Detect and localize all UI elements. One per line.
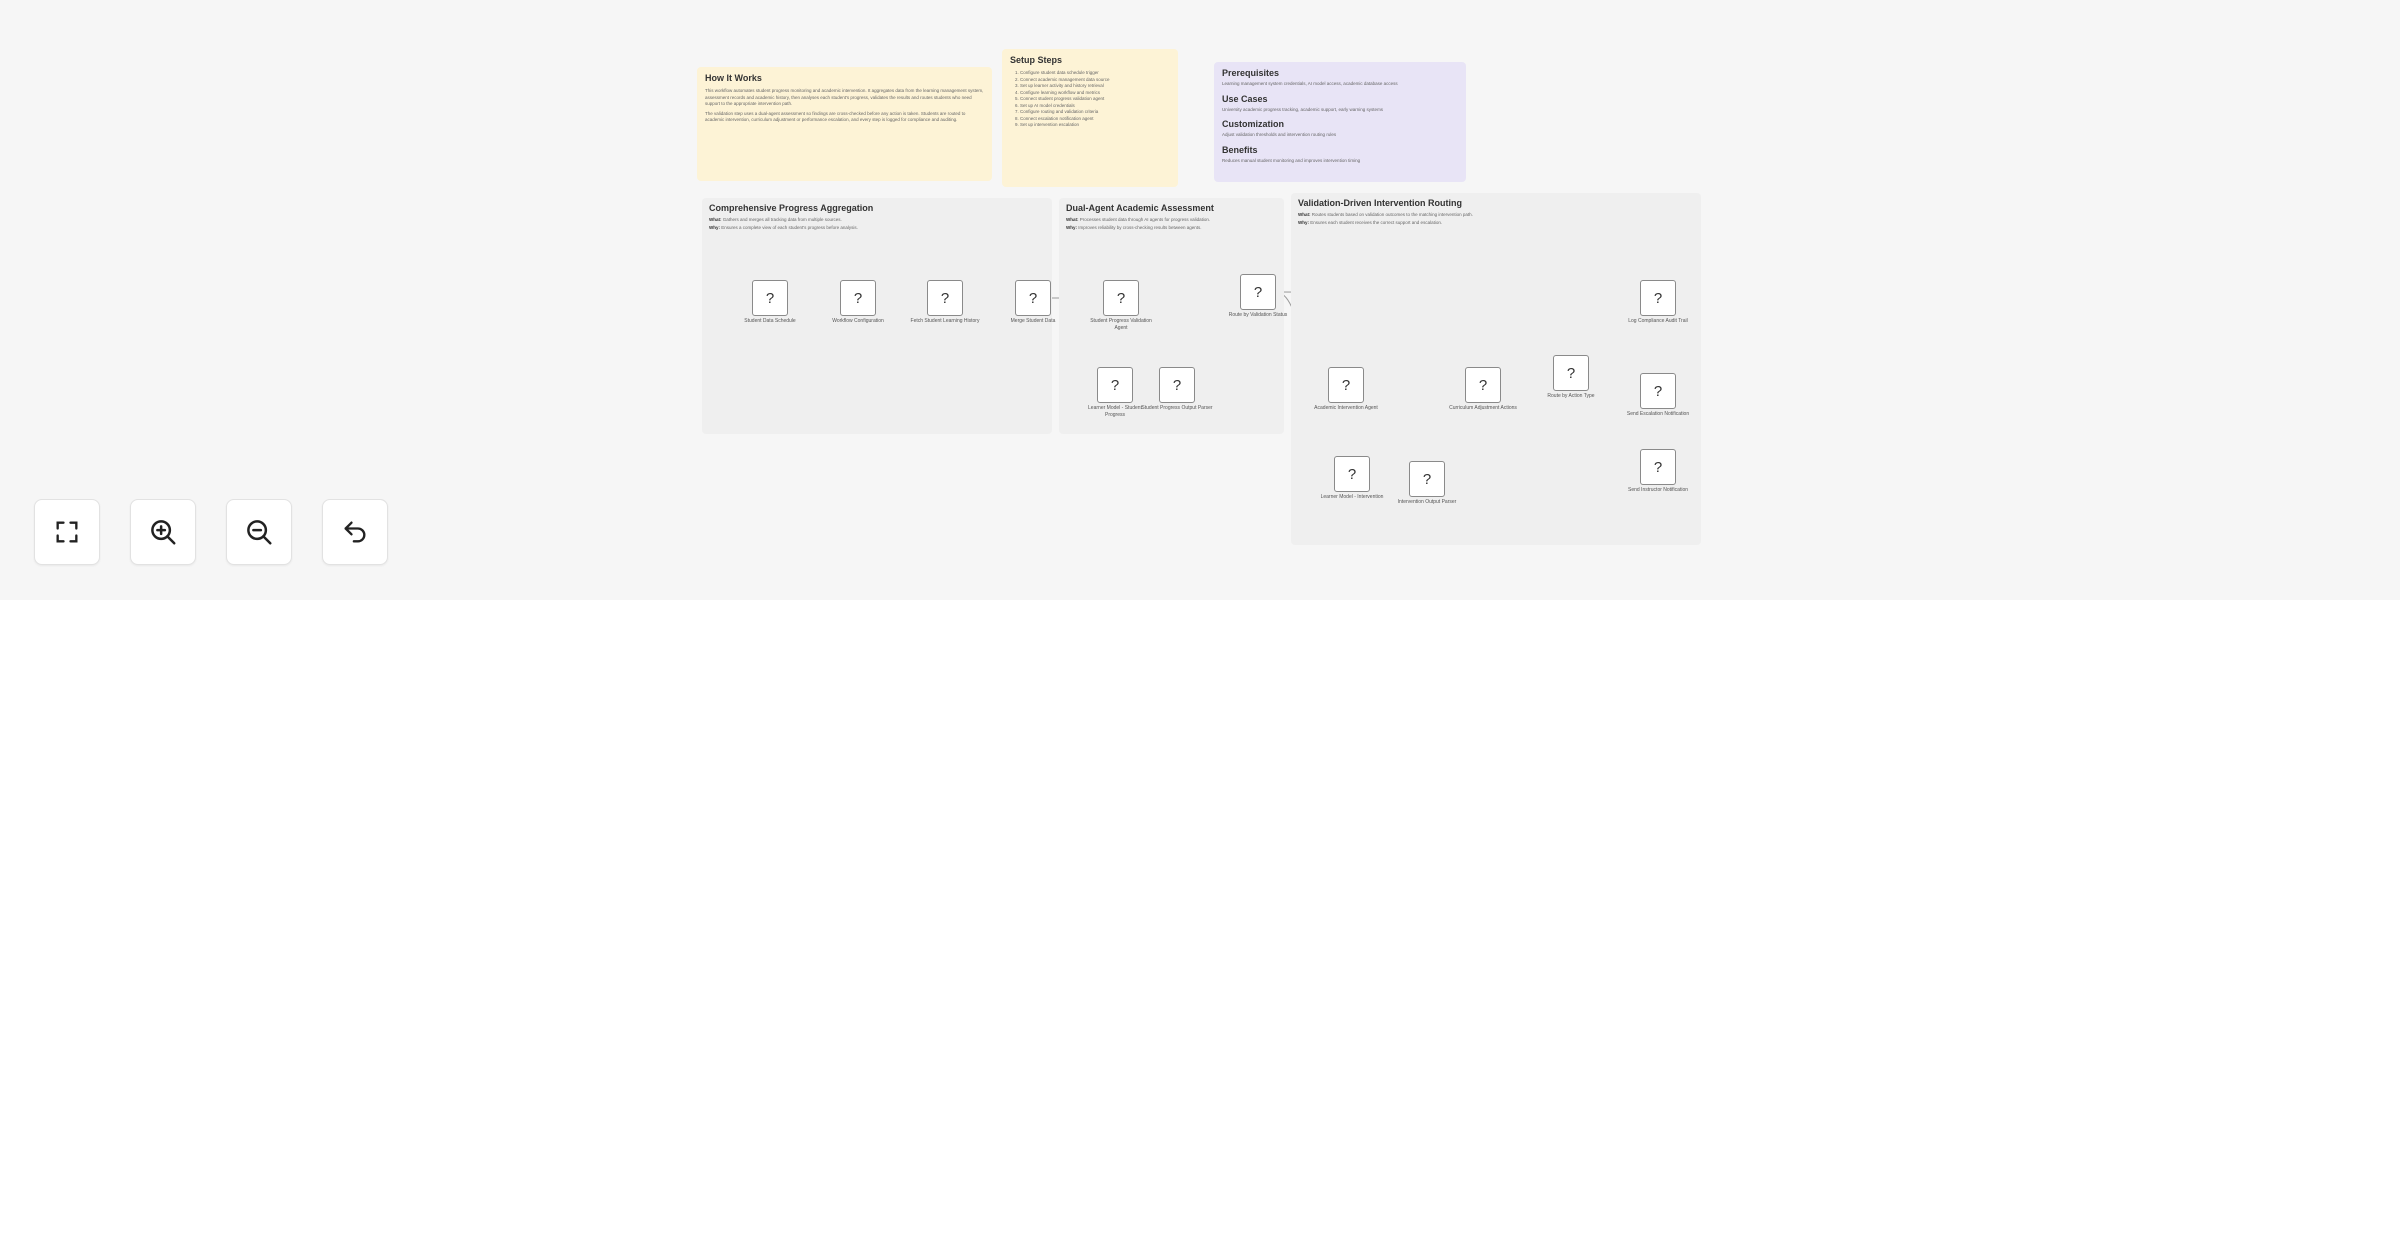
note-setup-steps[interactable]: Setup Steps Configure student data sched… <box>1002 49 1178 187</box>
zoom-out-button[interactable] <box>226 499 292 565</box>
node-label: Curriculum Adjustment Actions <box>1449 405 1517 411</box>
section-why: Why: Ensures a complete view of each stu… <box>709 225 858 230</box>
section-progress-aggregation[interactable]: Comprehensive Progress Aggregation What:… <box>702 198 1052 434</box>
note-text: University academic progress tracking, a… <box>1222 106 1384 112</box>
workflow-node[interactable]: ? <box>1097 367 1133 403</box>
workflow-canvas[interactable]: How It Works This workflow automates stu… <box>0 0 2400 600</box>
zoom-out-icon <box>247 520 272 545</box>
zoom-in-button[interactable] <box>130 499 196 565</box>
section-academic-assessment[interactable]: Dual-Agent Academic Assessment What: Pro… <box>1059 198 1284 434</box>
unknown-node-icon: ? <box>1653 382 1663 400</box>
unknown-node-icon: ? <box>1566 364 1576 382</box>
workflow-node[interactable]: ? <box>1465 367 1501 403</box>
node-label: Route by Validation Status <box>1228 312 1288 318</box>
node-label: Academic Intervention Agent <box>1314 405 1378 411</box>
workflow-node[interactable]: ? <box>1553 355 1589 391</box>
note-prerequisites[interactable]: Prerequisites Learning management system… <box>1214 62 1466 182</box>
note-title: How It Works <box>705 73 762 83</box>
workflow-node[interactable]: ? <box>927 280 963 316</box>
undo-icon <box>344 521 366 543</box>
node-label: Student Progress Validation Agent <box>1090 318 1152 331</box>
workflow-node[interactable]: ? <box>1159 367 1195 403</box>
workflow-node[interactable]: ? <box>1240 274 1276 310</box>
workflow-node[interactable]: ? <box>1640 449 1676 485</box>
note-text: The validation step uses a dual-agent as… <box>705 110 966 123</box>
node-label: Merge Student Data <box>1010 318 1056 324</box>
setup-step: Configure routing and validation criteri… <box>1020 109 1170 116</box>
section-why: Why: Improves reliability by cross-check… <box>1066 225 1202 230</box>
node-label: Route by Action Type <box>1547 393 1595 399</box>
setup-step: Set up intervention escalation <box>1020 122 1170 129</box>
section-what: What: Routes students based on validatio… <box>1298 212 1473 217</box>
note-text: Learning management system credentials, … <box>1222 81 1398 86</box>
workflow-node[interactable]: ? <box>1103 280 1139 316</box>
node-label: Log Compliance Audit Trail <box>1628 318 1688 324</box>
node-label: Send Escalation Notification <box>1626 411 1690 417</box>
note-title: Setup Steps <box>1010 55 1063 65</box>
unknown-node-icon: ? <box>853 289 863 307</box>
workflow-node[interactable]: ? <box>752 280 788 316</box>
node-label: Learner Model - Student Progress <box>1088 405 1142 418</box>
fit-view-button[interactable] <box>34 499 100 565</box>
unknown-node-icon: ? <box>1172 376 1182 394</box>
node-label: Student Data Schedule <box>744 318 796 324</box>
workflow-node[interactable]: ? <box>1334 456 1370 492</box>
workflow-node[interactable]: ? <box>840 280 876 316</box>
setup-step-list: Configure student data schedule trigger … <box>1010 70 1170 129</box>
note-text: Adjust validation thresholds and interve… <box>1222 132 1337 137</box>
note-heading: Prerequisites <box>1222 68 1280 78</box>
node-label: Fetch Student Learning History <box>910 318 980 324</box>
section-what: What: Gathers and merges all tracking da… <box>709 217 842 222</box>
unknown-node-icon: ? <box>1110 376 1120 394</box>
reset-button[interactable] <box>322 499 388 565</box>
setup-step: Configure learning workflow and metrics <box>1020 90 1170 97</box>
node-label: Learner Model - Intervention <box>1320 494 1384 500</box>
workflow-node[interactable]: ? <box>1640 280 1676 316</box>
unknown-node-icon: ? <box>1028 289 1038 307</box>
section-title: Validation-Driven Intervention Routing <box>1298 198 1463 208</box>
workflow-node[interactable]: ? <box>1409 461 1445 497</box>
unknown-node-icon: ? <box>1478 376 1488 394</box>
setup-step: Connect escalation notification agent <box>1020 116 1170 123</box>
section-what: What: Processes student data through AI … <box>1066 217 1211 222</box>
section-title: Dual-Agent Academic Assessment <box>1066 203 1214 213</box>
note-text: This workflow automates student progress… <box>705 88 984 106</box>
setup-step: Connect academic management data source <box>1020 77 1170 84</box>
unknown-node-icon: ? <box>1116 289 1126 307</box>
workflow-node[interactable]: ? <box>1328 367 1364 403</box>
node-label: Send Instructor Notification <box>1627 487 1689 493</box>
node-label: Intervention Output Parser <box>1397 499 1457 505</box>
note-heading: Customization <box>1222 119 1284 129</box>
section-why: Why: Ensures each student receives the c… <box>1298 220 1443 225</box>
unknown-node-icon: ? <box>1253 283 1263 301</box>
note-heading: Benefits <box>1222 144 1258 155</box>
unknown-node-icon: ? <box>765 289 775 307</box>
zoom-in-icon <box>151 520 176 545</box>
unknown-node-icon: ? <box>1341 376 1351 394</box>
unknown-node-icon: ? <box>1347 465 1357 483</box>
expand-icon <box>56 521 78 543</box>
unknown-node-icon: ? <box>1653 458 1663 476</box>
unknown-node-icon: ? <box>940 289 950 307</box>
workflow-node[interactable]: ? <box>1015 280 1051 316</box>
unknown-node-icon: ? <box>1653 289 1663 307</box>
node-label: Workflow Configuration <box>832 318 884 324</box>
setup-step: Configure student data schedule trigger <box>1020 70 1170 77</box>
unknown-node-icon: ? <box>1422 470 1432 488</box>
setup-step: Set up learner activity and history retr… <box>1020 83 1170 90</box>
note-text: Reduces manual student monitoring and im… <box>1222 157 1361 163</box>
setup-step: Connect student progress validation agen… <box>1020 96 1170 103</box>
note-heading: Use Cases <box>1222 93 1268 104</box>
note-how-it-works[interactable]: How It Works This workflow automates stu… <box>697 67 992 181</box>
workflow-node[interactable]: ? <box>1640 373 1676 409</box>
section-title: Comprehensive Progress Aggregation <box>709 203 874 213</box>
setup-step: Set up AI model credentials <box>1020 103 1170 110</box>
node-label: Student Progress Output Parser <box>1141 405 1213 411</box>
